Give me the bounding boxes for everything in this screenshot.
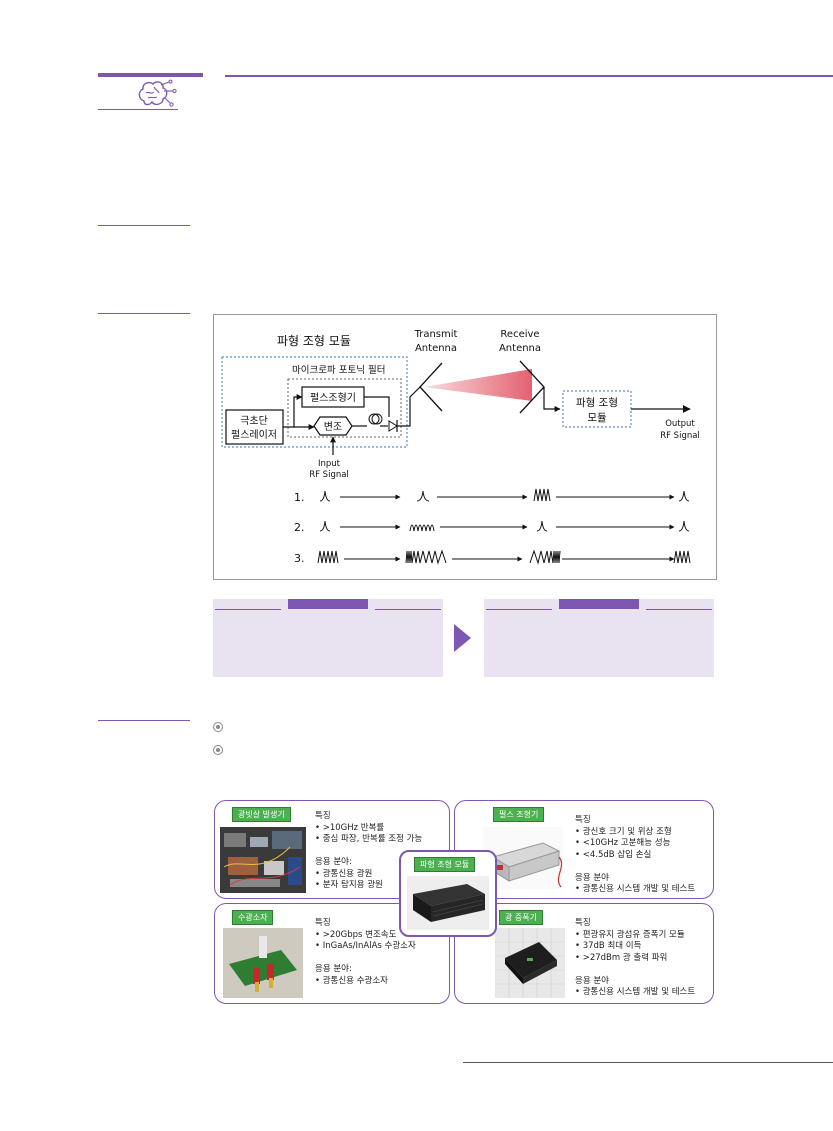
card-center-tag: 파형 조형 모듈	[414, 857, 476, 872]
laser-box	[225, 409, 284, 445]
row-label-1: 1.	[294, 491, 305, 504]
compare-right-line-a	[486, 609, 552, 610]
comb-generator-photo	[220, 827, 306, 893]
card-photodetector-text: 특징 • >20Gbps 변조속도 • InGaAs/InAlAs 수광소자 응…	[315, 918, 416, 986]
compare-arrow-icon	[454, 624, 471, 652]
header-rule	[225, 75, 833, 77]
module-outline	[221, 356, 408, 448]
amplifier-photo	[495, 928, 565, 998]
receiver-module-box	[562, 390, 632, 428]
header-underline	[98, 109, 178, 110]
compare-box-right	[484, 599, 714, 677]
row-label-2: 2.	[294, 521, 305, 534]
card-center-module: 파형 조형 모듈	[399, 850, 497, 937]
compare-left-line-a	[215, 609, 281, 610]
compare-right-tab	[559, 599, 639, 609]
laser-label-2: 펄스레이저	[231, 429, 277, 441]
receive-label-1: Receive	[500, 329, 539, 340]
photodiode	[388, 420, 398, 432]
receive-label-2: Antenna	[499, 343, 541, 354]
section-rule-1	[98, 225, 190, 226]
transmit-label-2: Antenna	[415, 343, 457, 354]
bullet-1	[213, 722, 223, 732]
card-amplifier-text: 특징 • 편광유지 광섬유 증폭기 모듈 • 37dB 최대 이득 • >27d…	[575, 918, 696, 997]
card-photodetector-tag: 수광소자	[232, 910, 274, 925]
output-label-2: RF Signal	[660, 431, 700, 441]
compare-box-left	[213, 599, 443, 677]
filter-outline	[287, 378, 402, 438]
card-pulse-shaper-tag: 펄스 조형기	[493, 807, 545, 822]
transmit-label-1: Transmit	[414, 329, 458, 340]
waveform-module-photo	[407, 876, 489, 930]
fiber-coil	[368, 413, 380, 425]
compare-left-tab	[288, 599, 368, 609]
laser-label-1: 극초단	[240, 415, 268, 427]
modulator-label: 변조	[324, 421, 342, 433]
rf-beam	[424, 369, 532, 401]
card-pulse-shaper-text: 특징 • 광신호 크기 및 위상 조형 • <10GHz 고분해능 성능 • <…	[575, 815, 696, 894]
row-label-3: 3.	[294, 552, 305, 565]
card-light-source-text: 특징 • >10GHz 반복률 • 중심 파장, 반복률 조정 가능 응용 분야…	[315, 811, 423, 890]
footer-rule	[463, 1062, 833, 1063]
waveform-rows: 1. 2. 3.	[294, 488, 691, 565]
receiver-module-label-2: 모듈	[587, 412, 607, 424]
compare-right-line-b	[646, 609, 712, 610]
pulse-shaper-label: 펄스조형기	[310, 392, 356, 404]
section-rule-3	[98, 720, 190, 721]
card-amplifier-tag: 광 증폭기	[499, 910, 543, 925]
system-diagram-svg: 파형 조형 모듈 마이크로파 포토닉 필터 극초단 펄스레이저 펄스조형기 변조	[221, 329, 700, 565]
brain-circuit-icon	[138, 79, 177, 107]
system-diagram: 파형 조형 모듈 마이크로파 포토닉 필터 극초단 펄스레이저 펄스조형기 변조	[213, 314, 717, 580]
receiver-module-label-1: 파형 조형	[576, 397, 618, 409]
card-light-source-tag: 광빗살 발생기	[232, 807, 291, 822]
input-label-1: Input	[318, 459, 341, 469]
card-amplifier: 광 증폭기 특징 • 편광유지 광섬유 증폭기 모듈 • 37dB 최대 이득 …	[454, 903, 714, 1004]
photodetector-photo	[223, 928, 303, 998]
module-title: 파형 조형 모듈	[277, 334, 351, 348]
header-accent-bar	[98, 73, 203, 77]
section-rule-2	[98, 313, 190, 314]
bullet-2	[213, 745, 223, 755]
input-label-2: RF Signal	[309, 470, 349, 480]
output-label-1: Output	[665, 419, 695, 429]
transmit-antenna	[419, 362, 443, 412]
compare-left-line-b	[375, 609, 441, 610]
card-photodetector: 수광소자 특징 • >20Gbps 변조속도 • InGaAs/InAlAs 수…	[214, 903, 450, 1004]
filter-title: 마이크로파 포토닉 필터	[292, 364, 385, 376]
